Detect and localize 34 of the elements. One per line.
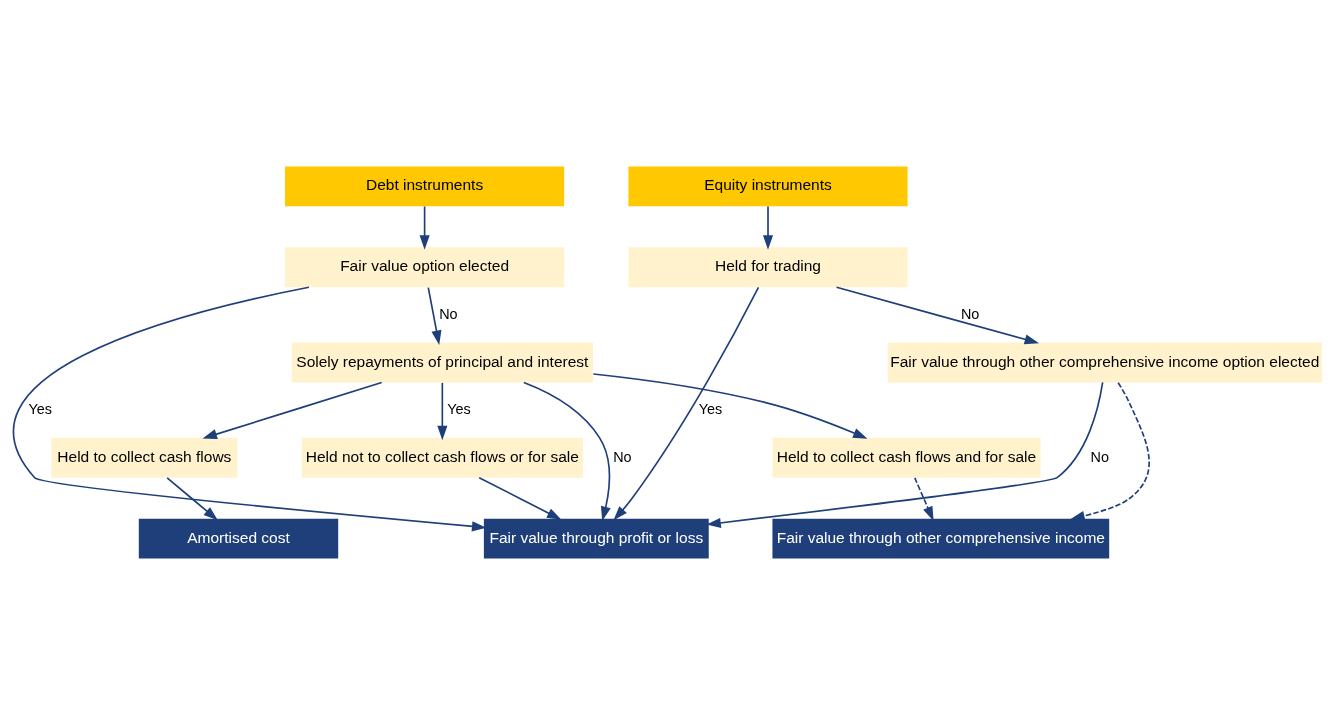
edge-label: No — [960, 305, 980, 322]
node-box: Held not to collect cash flows or for sale — [301, 437, 583, 478]
edge-label: Yes — [698, 400, 723, 417]
arrow — [202, 381, 383, 439]
arrow — [523, 381, 611, 522]
arrow — [913, 477, 934, 521]
arrow — [166, 477, 218, 521]
arrow — [12, 286, 487, 532]
arrow — [1070, 381, 1150, 521]
node-box: Equity instruments — [628, 166, 908, 207]
arrow — [613, 286, 760, 521]
node-box: Fair value through other comprehensive income — [772, 518, 1110, 559]
node-box: Held for trading — [628, 247, 908, 288]
arrow — [437, 382, 448, 441]
node-box: Amortised cost — [138, 518, 339, 559]
node-box: Solely repayments of principal and interest — [291, 342, 593, 383]
arrow — [706, 381, 1104, 528]
edge-label: No — [1090, 448, 1109, 465]
arrow — [427, 286, 442, 345]
arrow — [835, 286, 1039, 345]
node-box: Fair value through other comprehensive income option elected — [887, 342, 1322, 383]
edge-label: Yes — [447, 400, 471, 417]
arrow — [419, 205, 430, 250]
arrow — [762, 205, 774, 250]
edge-label: No — [613, 448, 632, 465]
edge-label: Yes — [28, 400, 52, 417]
node-box: Fair value through profit or loss — [483, 518, 709, 559]
node-box: Held to collect cash flows — [51, 437, 238, 478]
arrow — [592, 373, 868, 439]
node-box: Held to collect cash flows and for sale — [772, 437, 1041, 478]
arrow — [478, 476, 562, 520]
node-box: Debt instruments — [285, 166, 565, 207]
edge-label: No — [439, 305, 458, 322]
node-box: Fair value option elected — [285, 247, 565, 288]
